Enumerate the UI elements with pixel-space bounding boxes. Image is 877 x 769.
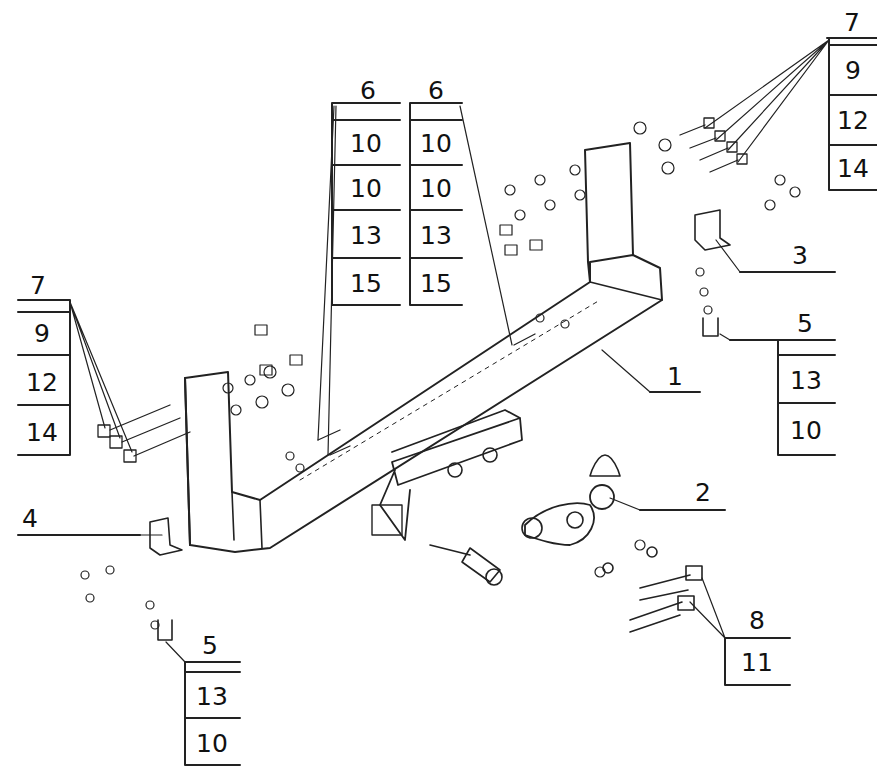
table-cell: 13 bbox=[196, 684, 228, 709]
callout-number: 5 bbox=[202, 633, 218, 658]
callout-number: 4 bbox=[22, 506, 38, 531]
table-cell: 10 bbox=[420, 131, 452, 156]
table-cell: 14 bbox=[837, 156, 869, 181]
table-cell: 9 bbox=[845, 58, 861, 83]
table-cell: 9 bbox=[34, 321, 50, 346]
callout-number: 6 bbox=[360, 78, 376, 103]
table-cell: 10 bbox=[350, 131, 382, 156]
table-cell: 13 bbox=[350, 223, 382, 248]
callout-number: 1 bbox=[667, 364, 683, 389]
table-cell: 11 bbox=[741, 650, 773, 675]
table-cell: 15 bbox=[350, 271, 382, 296]
callout-number: 3 bbox=[792, 243, 808, 268]
callout-number: 2 bbox=[695, 480, 711, 505]
callout-number: 5 bbox=[797, 311, 813, 336]
table-cell: 12 bbox=[837, 108, 869, 133]
table-cell: 13 bbox=[420, 223, 452, 248]
callout-number: 8 bbox=[749, 608, 765, 633]
table-cell: 10 bbox=[790, 418, 822, 443]
table-cell: 10 bbox=[420, 176, 452, 201]
callout-number: 6 bbox=[428, 78, 444, 103]
table-cell: 10 bbox=[350, 176, 382, 201]
callout-number: 7 bbox=[844, 10, 860, 35]
callout-number: 7 bbox=[30, 273, 46, 298]
table-cell: 15 bbox=[420, 271, 452, 296]
table-cell: 12 bbox=[26, 370, 58, 395]
table-cell: 13 bbox=[790, 368, 822, 393]
table-cell: 14 bbox=[26, 420, 58, 445]
table-cell: 10 bbox=[196, 731, 228, 756]
